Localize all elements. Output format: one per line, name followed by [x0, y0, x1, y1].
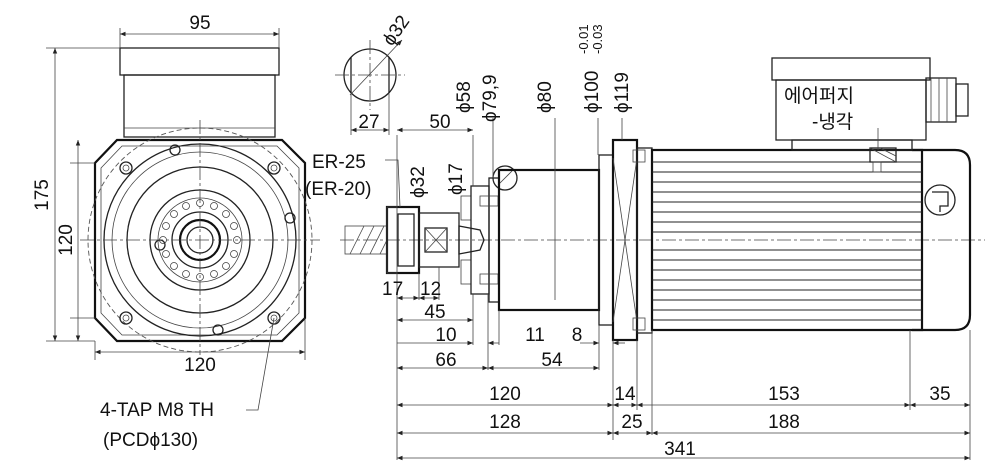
- dim-front-95: 95: [189, 13, 210, 34]
- tap-leader: [246, 317, 275, 411]
- dia-32b: ϕ32: [408, 166, 429, 198]
- dim-17: 17: [382, 279, 403, 300]
- front-tap-holes: [119, 144, 296, 336]
- dia-100: ϕ100: [582, 71, 603, 113]
- front-view: 95 175 120 120 4-TAP M8 TH (PCDϕ130): [32, 13, 320, 451]
- air-purge-fitting: [869, 147, 897, 163]
- dim-25: 25: [621, 412, 642, 433]
- dim-12: 12: [420, 279, 441, 300]
- cooling-label: -냉각: [812, 111, 853, 133]
- side-view: 에어퍼지 -냉각 50 ϕ58 ϕ79,9 ϕ80 ϕ100 -0.01 -0.…: [305, 24, 985, 342]
- front-flange-body: [93, 138, 307, 343]
- dia-58: ϕ58: [454, 81, 475, 113]
- dia-17: ϕ17: [446, 163, 467, 195]
- front-terminal-box-cap: [119, 47, 280, 76]
- air-purge-label: 에어퍼지: [784, 85, 854, 107]
- dim-10: 10: [435, 325, 456, 346]
- motor-body: [650, 148, 924, 332]
- dim-54: 54: [541, 350, 563, 371]
- dim-45: 45: [424, 302, 445, 323]
- bottom-dimensions: 17 12 45 10 11 8 66 54 120 14 153 35 128…: [382, 267, 971, 461]
- pcd-note: (PCDϕ130): [103, 430, 198, 451]
- dim-14: 14: [614, 384, 636, 405]
- dim-8: 8: [572, 325, 583, 346]
- cable-gland: [925, 77, 957, 123]
- dim-11: 11: [525, 325, 545, 346]
- dia-80: ϕ80: [535, 81, 556, 113]
- dia-79-9: ϕ79,9: [480, 74, 501, 122]
- tap-note: 4-TAP M8 TH: [100, 400, 214, 421]
- dim-128: 128: [489, 412, 521, 433]
- dim-153: 153: [768, 384, 800, 405]
- front-nut-holes: [159, 199, 241, 281]
- dim-front-120h: 120: [184, 355, 216, 376]
- dim-120: 120: [489, 384, 521, 405]
- collet-er25: ER-25: [312, 152, 366, 173]
- dim-27: 27: [358, 112, 379, 133]
- dim-35: 35: [929, 384, 950, 405]
- dim-50: 50: [429, 112, 450, 133]
- dim-front-120v: 120: [56, 224, 77, 256]
- dim-341: 341: [664, 439, 696, 460]
- tol-upper: -0.01: [576, 24, 591, 54]
- dim-66: 66: [435, 350, 456, 371]
- collet-detail: ϕ32 27: [335, 12, 414, 135]
- dim-188: 188: [768, 412, 800, 433]
- rear-cap: [912, 148, 972, 332]
- front-terminal-box: [123, 74, 276, 138]
- tol-lower: -0.03: [590, 24, 605, 54]
- side-terminal-box-cap: [771, 57, 931, 81]
- collet-er20: (ER-20): [305, 179, 372, 200]
- motor-fins: [652, 161, 922, 321]
- dia-119: ϕ119: [612, 72, 633, 113]
- dia-collet-32: ϕ32: [379, 12, 414, 50]
- dim-front-175: 175: [32, 179, 53, 211]
